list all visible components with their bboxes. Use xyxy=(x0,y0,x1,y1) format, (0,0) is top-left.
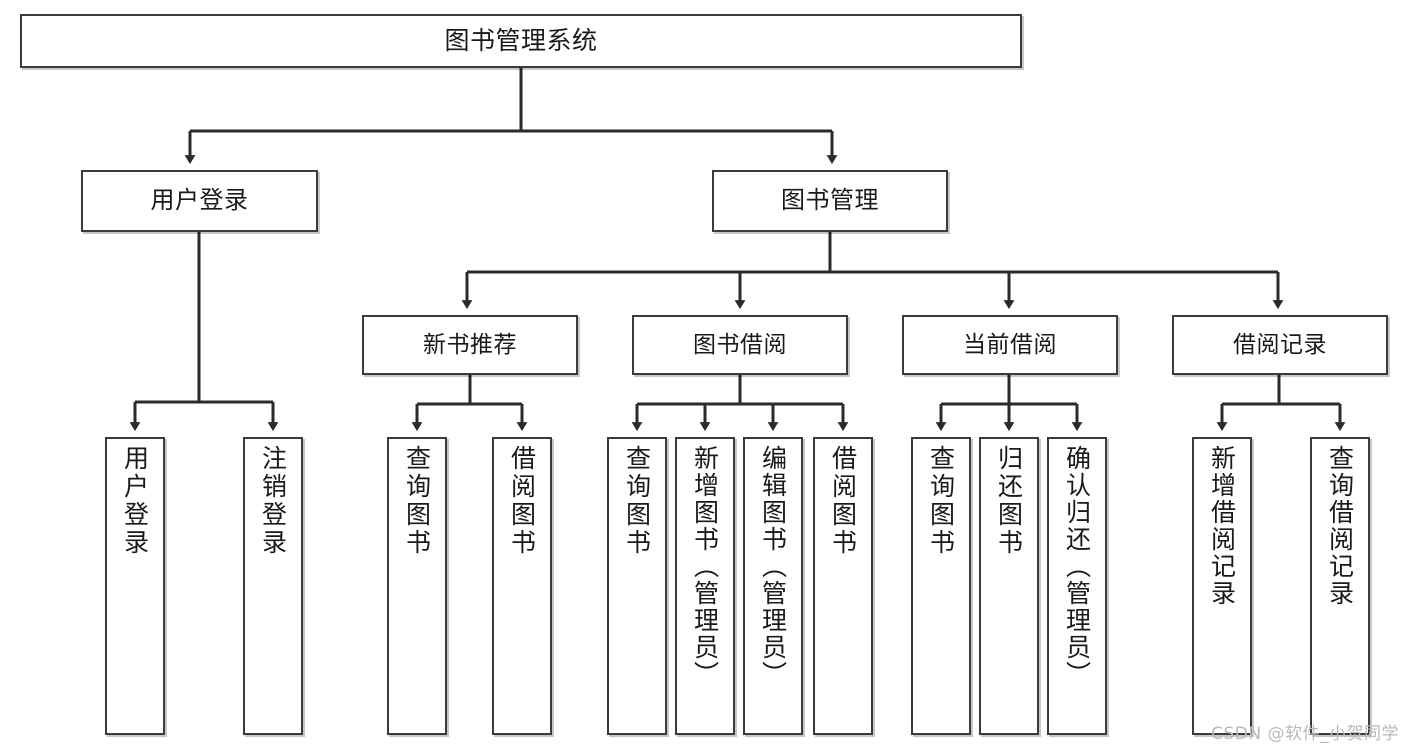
node-book-borrow[interactable]: 图书借阅 xyxy=(632,315,848,375)
node-label: 查询图书 xyxy=(926,445,956,557)
node-label: 图书管理 xyxy=(781,186,879,215)
watermark-text: CSDN @软件_小贺同学 xyxy=(1211,724,1399,744)
node-label: 归还图书 xyxy=(994,445,1024,557)
node-label: 图书借阅 xyxy=(693,331,787,358)
node-label: 查询图书 xyxy=(622,445,652,557)
node-current-borrow[interactable]: 当前借阅 xyxy=(902,315,1118,375)
node-label: 注销登录 xyxy=(258,445,288,557)
node-leaf-edit-book-admin[interactable]: 编辑图书（管理员） xyxy=(743,437,803,735)
node-book-manage[interactable]: 图书管理 xyxy=(712,170,948,232)
node-label: 新书推荐 xyxy=(423,331,517,358)
node-leaf-add-book-admin[interactable]: 新增图书（管理员） xyxy=(675,437,735,735)
node-leaf-user-login[interactable]: 用户登录 xyxy=(105,437,165,735)
node-label: 用户登录 xyxy=(150,186,249,215)
node-label: 查询借阅记录 xyxy=(1325,445,1355,607)
node-label: 查询图书 xyxy=(402,445,432,557)
node-borrow-record[interactable]: 借阅记录 xyxy=(1172,315,1388,375)
node-leaf-query-borrow-record[interactable]: 查询借阅记录 xyxy=(1310,437,1370,735)
node-leaf-borrow-book-rec[interactable]: 借阅图书 xyxy=(492,437,552,735)
node-leaf-confirm-return-admin[interactable]: 确认归还（管理员） xyxy=(1047,437,1107,735)
node-leaf-return-book[interactable]: 归还图书 xyxy=(979,437,1039,735)
node-root-library-system[interactable]: 图书管理系统 xyxy=(20,14,1022,68)
node-label: 当前借阅 xyxy=(963,331,1057,358)
node-label: 新增图书（管理员） xyxy=(690,445,720,688)
node-label: 图书管理系统 xyxy=(444,25,598,55)
node-leaf-query-book-rec[interactable]: 查询图书 xyxy=(387,437,447,735)
node-label: 用户登录 xyxy=(120,445,150,557)
node-leaf-borrow-book[interactable]: 借阅图书 xyxy=(813,437,873,735)
node-new-book-recommend[interactable]: 新书推荐 xyxy=(362,315,578,375)
node-leaf-query-book-borrow[interactable]: 查询图书 xyxy=(607,437,667,735)
node-user-login[interactable]: 用户登录 xyxy=(81,170,318,232)
node-leaf-query-book-current[interactable]: 查询图书 xyxy=(911,437,971,735)
node-label: 借阅图书 xyxy=(828,445,858,557)
node-label: 新增借阅记录 xyxy=(1207,445,1237,607)
node-leaf-add-borrow-record[interactable]: 新增借阅记录 xyxy=(1192,437,1252,735)
node-leaf-user-logout[interactable]: 注销登录 xyxy=(243,437,303,735)
node-label: 确认归还（管理员） xyxy=(1062,445,1092,688)
node-label: 借阅图书 xyxy=(507,445,537,557)
node-label: 借阅记录 xyxy=(1233,331,1327,358)
node-label: 编辑图书（管理员） xyxy=(758,445,788,688)
